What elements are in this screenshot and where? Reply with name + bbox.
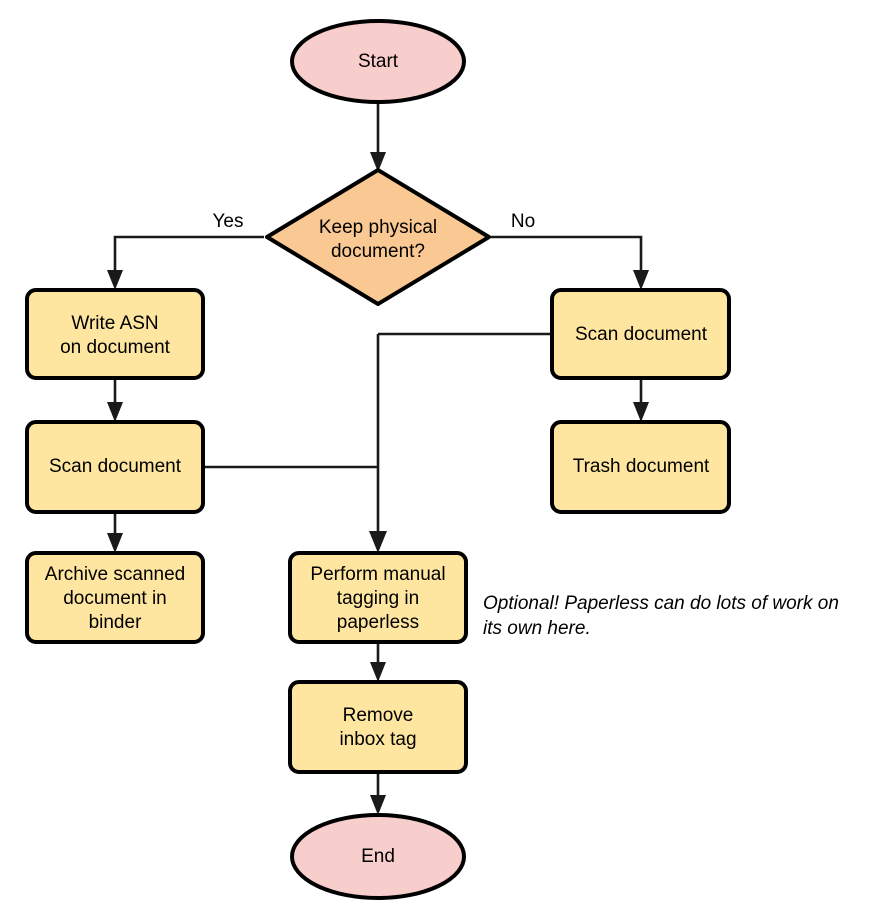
arrowhead-icon bbox=[369, 531, 387, 553]
arrowhead-icon bbox=[370, 152, 386, 172]
tagging-box bbox=[288, 551, 468, 644]
annotation-optional-note: Optional! Paperless can do lots of work … bbox=[483, 593, 839, 639]
node-archive-label-line3: binder bbox=[89, 612, 142, 633]
start-ellipse bbox=[290, 19, 466, 104]
arrowhead-icon bbox=[107, 270, 123, 290]
edge-scan-right-to-trash bbox=[633, 378, 649, 422]
archive-box bbox=[25, 551, 205, 644]
edge-start-to-decision bbox=[370, 103, 386, 172]
edge-remove-tag-to-end bbox=[370, 772, 386, 815]
node-archive-label-line2: document in bbox=[63, 588, 167, 609]
edge-line bbox=[113, 235, 264, 280]
arrowhead-icon bbox=[633, 270, 649, 290]
node-trash-document[interactable]: Trash document bbox=[550, 420, 731, 514]
node-decision-label-line2: document? bbox=[331, 241, 425, 262]
edge-label-yes: Yes bbox=[213, 211, 244, 232]
node-start[interactable]: Start bbox=[290, 19, 466, 104]
arrowhead-icon bbox=[633, 402, 649, 422]
remove-inbox-tag-box bbox=[288, 680, 468, 774]
edge-line bbox=[491, 235, 643, 280]
node-perform-manual-tagging[interactable]: Perform manual tagging in paperless bbox=[288, 551, 468, 644]
node-scan-document-left-label: Scan document bbox=[49, 456, 182, 477]
scan-document-right-box bbox=[550, 288, 731, 380]
end-ellipse bbox=[290, 813, 466, 900]
annotation-line1: Optional! Paperless can do lots of work … bbox=[483, 593, 839, 614]
annotation-line2: its own here. bbox=[483, 618, 591, 639]
node-scan-document-right[interactable]: Scan document bbox=[550, 288, 731, 380]
edge-label-no: No bbox=[511, 211, 535, 232]
scan-document-left-box bbox=[25, 420, 205, 514]
write-asn-box bbox=[25, 288, 205, 380]
node-scan-document-left[interactable]: Scan document bbox=[25, 420, 205, 514]
edge-decision-yes-to-write-asn bbox=[107, 235, 264, 290]
edge-decision-no-to-scan-right bbox=[491, 235, 649, 290]
arrowhead-icon bbox=[370, 795, 386, 815]
node-trash-document-label: Trash document bbox=[573, 456, 710, 477]
arrowhead-icon bbox=[107, 533, 123, 553]
edge-tagging-to-remove-tag bbox=[370, 642, 386, 682]
node-start-label: Start bbox=[358, 51, 399, 72]
node-remove-inbox-tag[interactable]: Remove inbox tag bbox=[288, 680, 468, 774]
decision-diamond bbox=[265, 168, 491, 306]
node-end[interactable]: End bbox=[290, 813, 466, 900]
trash-document-box bbox=[550, 420, 731, 514]
node-tagging-label-line1: Perform manual bbox=[310, 564, 445, 585]
arrowhead-icon bbox=[370, 662, 386, 682]
node-remove-tag-label-line1: Remove bbox=[343, 705, 414, 726]
node-remove-tag-label-line2: inbox tag bbox=[339, 729, 416, 750]
node-scan-document-right-label: Scan document bbox=[575, 324, 708, 345]
arrowhead-icon bbox=[107, 402, 123, 422]
node-write-asn-label-line2: on document bbox=[60, 337, 171, 358]
node-archive-scanned-document[interactable]: Archive scanned document in binder bbox=[25, 551, 205, 644]
node-decision-keep-physical-document[interactable]: Keep physical document? bbox=[265, 168, 491, 306]
node-tagging-label-line2: tagging in bbox=[337, 588, 419, 609]
node-end-label: End bbox=[361, 846, 395, 867]
node-decision-label-line1: Keep physical bbox=[319, 217, 437, 238]
node-archive-label-line1: Archive scanned bbox=[45, 564, 185, 585]
node-write-asn-label-line1: Write ASN bbox=[71, 313, 158, 334]
node-tagging-label-line3: paperless bbox=[337, 612, 419, 633]
edge-write-asn-to-scan-left bbox=[107, 378, 123, 422]
edge-scan-left-to-archive bbox=[107, 512, 123, 553]
edge-trunk-to-tagging bbox=[369, 334, 387, 553]
node-write-asn[interactable]: Write ASN on document bbox=[25, 288, 205, 380]
